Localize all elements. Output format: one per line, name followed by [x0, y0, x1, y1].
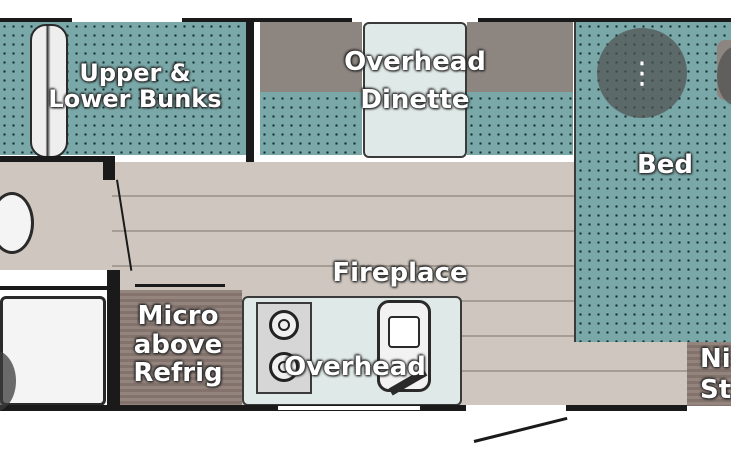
wall-bath-top [0, 156, 115, 162]
dinette-table [363, 22, 467, 158]
bunk-ladder [30, 24, 68, 158]
entry-door-gap [466, 405, 566, 411]
label-nightstand: Ni St [700, 344, 731, 405]
label-bunks: Upper & Lower Bunks [48, 59, 222, 114]
label-bed: Bed [636, 150, 694, 180]
dinette-backrest-left [260, 22, 362, 92]
refrigerator-cabinet [120, 290, 242, 406]
entry-door-swing [473, 416, 568, 443]
left-overlay-button[interactable] [0, 350, 16, 412]
toilet [0, 192, 34, 254]
partial-overlay-button[interactable] [717, 46, 731, 106]
wall-bath-mid [0, 286, 112, 290]
nightstand [687, 342, 731, 406]
burner-bottom [269, 352, 299, 382]
more-vertical-icon[interactable]: ⋮ [597, 28, 687, 118]
dinette-backrest-right [467, 22, 573, 92]
window-top-center [352, 18, 478, 22]
wall-bunk-divider [246, 22, 254, 162]
window-bottom [278, 406, 420, 410]
label-overhead: Overhead [284, 352, 426, 382]
label-fireplace: Fireplace [332, 258, 468, 288]
shower [0, 296, 106, 406]
label-micro: Micro above Refrig [133, 301, 223, 389]
label-dinette: Overhead Dinette [344, 47, 486, 115]
wall-bath-side [103, 162, 115, 180]
counter-edge [135, 284, 225, 287]
wall-bath-lower [107, 270, 120, 406]
burner-top [269, 310, 299, 340]
sink-basin [388, 316, 420, 348]
window-top-left [72, 18, 182, 22]
